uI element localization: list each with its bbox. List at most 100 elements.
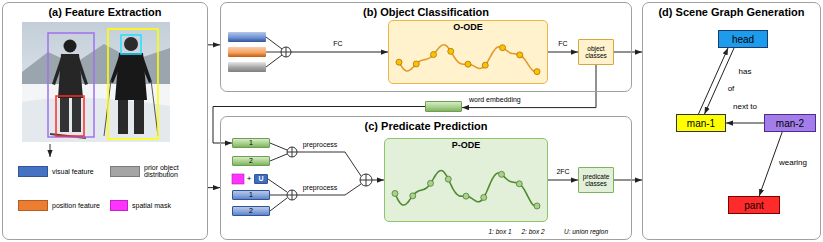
concat-circle — [287, 147, 297, 157]
embedding-bar: word embedding — [425, 101, 462, 112]
trajectory — [399, 45, 537, 72]
feature-bar: 1 — [232, 138, 270, 148]
edge-label: 2FC — [555, 168, 570, 176]
state-dot — [516, 181, 522, 187]
node-label: head — [732, 34, 754, 45]
concat-circle — [360, 174, 372, 186]
spatial-mask — [232, 174, 244, 184]
photo — [22, 22, 170, 142]
concat-symbol — [281, 47, 291, 57]
bounding-box — [108, 29, 158, 139]
merge-line — [266, 52, 281, 53]
state-dot — [428, 180, 434, 186]
pointer-arrow — [50, 144, 51, 157]
connector — [208, 187, 220, 188]
edge-label: wearing — [778, 159, 808, 168]
node-label: man-1 — [687, 118, 715, 129]
step-label: preprocess — [302, 141, 339, 149]
node-label: 1 — [249, 191, 253, 199]
edge-label: of — [727, 85, 736, 94]
bounding-box — [121, 35, 141, 54]
connector — [699, 48, 729, 114]
node-label: man-2 — [776, 118, 804, 129]
concat-cross — [292, 147, 293, 157]
node-label: predicate classes — [581, 173, 611, 187]
photo-snow — [22, 84, 170, 142]
ode-block: O-ODE — [388, 20, 548, 84]
connector — [548, 52, 578, 53]
legend-text: prior object distribution — [144, 164, 202, 179]
feature-bar — [228, 32, 266, 42]
output-box: predicate classes — [578, 167, 614, 193]
connector — [548, 180, 578, 181]
ode-block: P-ODE — [384, 138, 548, 222]
legend-swatch — [110, 200, 128, 211]
operator-sign: + — [246, 175, 253, 184]
concat-cross — [366, 174, 367, 186]
person-leg — [134, 100, 144, 134]
node-label: U — [258, 175, 263, 183]
person-arm — [140, 56, 152, 83]
feature-bar: 2 — [232, 156, 270, 166]
panel-title: (d) Scene Graph Generation — [658, 6, 804, 18]
output-box: object classes — [578, 39, 614, 65]
trajectory — [395, 170, 537, 206]
layer-label: FC — [332, 40, 343, 48]
node-label: 2 — [249, 157, 253, 165]
legend-swatch — [110, 166, 140, 177]
state-dot — [448, 48, 454, 54]
merge-line — [270, 198, 287, 211]
legend-text: spatial mask — [132, 202, 171, 210]
note: 2: box 2 — [520, 228, 545, 235]
node-label: pant — [744, 200, 763, 211]
panel-frame: 12U12P-ODEpredicate classes(c) Predicate… — [220, 116, 632, 240]
merge-line — [266, 55, 282, 67]
panel-frame: O-ODE object classes (b) Object Classifica… — [220, 2, 632, 92]
merge-line — [297, 184, 361, 195]
state-dot — [465, 61, 471, 67]
state-dot — [534, 69, 540, 75]
connector — [614, 180, 642, 181]
person-arm — [52, 57, 63, 85]
legend-text: position feature — [52, 202, 100, 210]
bar-caption: word embedding — [469, 96, 521, 104]
edge-label: next to — [732, 103, 758, 112]
union-box: U — [254, 174, 268, 184]
panel-frame: head man-1 man-2 pant (d) Scene Graph Genera… — [642, 2, 821, 240]
node-label: object classes — [581, 45, 611, 59]
photo-mountains — [22, 44, 170, 86]
bounding-box — [56, 96, 84, 136]
graph-node: man-2 — [764, 114, 816, 132]
person-leg — [118, 100, 128, 134]
feature-bar: 1 — [232, 190, 270, 200]
feature-bar — [228, 62, 266, 72]
state-dot — [517, 52, 523, 58]
state-dot — [445, 176, 451, 182]
photo-sky — [22, 22, 170, 142]
connector — [705, 48, 735, 114]
merge-line — [266, 37, 282, 49]
concat-symbol — [287, 190, 297, 200]
feature-bar: 2 — [232, 206, 270, 216]
state-dot — [413, 61, 419, 67]
concat-symbol — [287, 147, 297, 157]
panel-title: (a) Feature Extraction — [48, 6, 161, 18]
panel-title: (b) Object Classification — [363, 6, 489, 18]
node-label: 1 — [249, 139, 253, 147]
flow-arrow — [372, 180, 384, 181]
person-arm — [77, 57, 88, 85]
panel-title: (c) Predicate Prediction — [365, 120, 488, 132]
person-leg — [72, 98, 81, 132]
merge-line — [297, 152, 361, 176]
concat-symbol — [360, 174, 372, 186]
legend-swatch — [18, 166, 48, 177]
person-arm — [110, 56, 122, 83]
bounding-box — [48, 33, 94, 137]
person-head — [124, 37, 138, 51]
concat-cross — [292, 190, 293, 200]
person-leg — [60, 98, 69, 132]
state-dot — [392, 190, 398, 196]
concat-circle — [287, 190, 297, 200]
concat-cross — [286, 47, 287, 57]
graph-node: head — [718, 30, 768, 48]
